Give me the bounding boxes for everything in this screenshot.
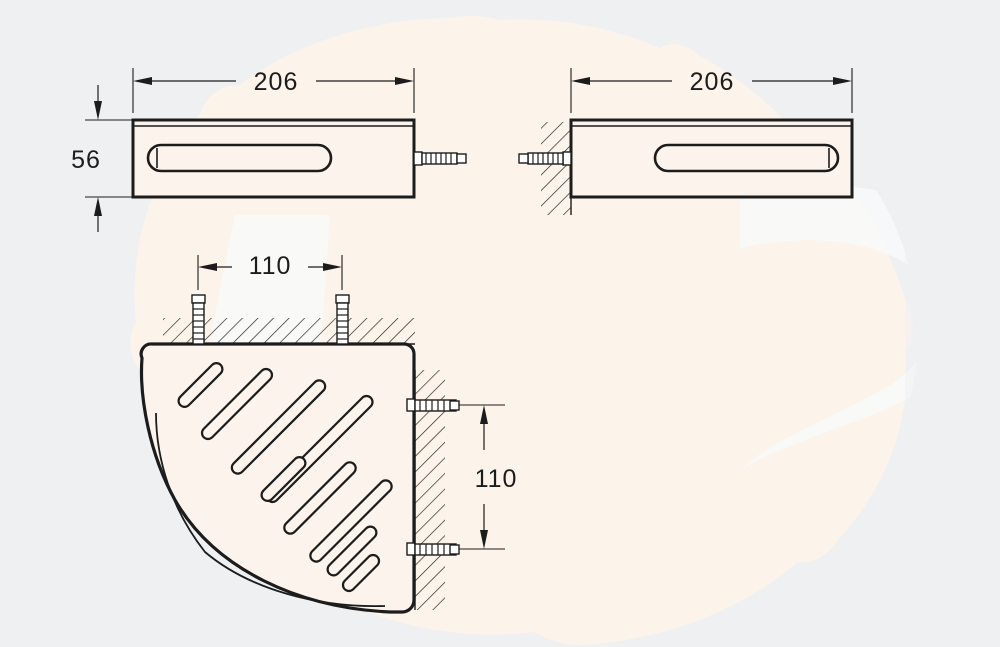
dim-plan-side-spacing-label: 110 — [475, 465, 518, 493]
view-front-elevation: 206 56 — [71, 68, 467, 232]
plan-screw-right-lower — [406, 542, 460, 556]
dim-plan-top-spacing: 110 — [197, 252, 343, 290]
front-slot — [146, 143, 333, 173]
watermark-haze-right — [905, 0, 1000, 647]
plan-slot — [309, 479, 393, 563]
dim-plan-side-spacing: 110 — [459, 404, 518, 550]
side-slot — [653, 143, 840, 173]
dim-front-width: 206 — [132, 68, 415, 113]
plan-slot — [177, 361, 224, 409]
dim-front-height: 56 — [71, 85, 140, 232]
plan-slot — [200, 367, 274, 441]
watermark-haze-left — [0, 0, 120, 647]
plan-screw-top-right — [335, 294, 350, 345]
dim-side-width-label: 206 — [690, 68, 735, 96]
plan-screw-top-left — [191, 294, 206, 345]
dim-side-width: 206 — [570, 68, 853, 113]
plan-slot — [326, 525, 378, 577]
plan-shelf-inner-lip — [155, 412, 386, 608]
plan-slot-group — [177, 361, 393, 593]
plan-slot — [283, 461, 357, 535]
plan-slot — [260, 455, 307, 503]
view-side-elevation: 206 — [518, 68, 854, 215]
watermark-letter-t — [540, 120, 760, 560]
plan-screw-right-upper — [406, 398, 460, 412]
side-wall-hatch — [541, 122, 571, 215]
dim-front-width-label: 206 — [254, 68, 299, 96]
dim-plan-top-spacing-label: 110 — [249, 252, 292, 280]
plan-slot — [341, 553, 381, 593]
dim-front-height-label: 56 — [71, 146, 101, 174]
plan-slot — [230, 379, 327, 475]
side-screw — [518, 151, 572, 166]
front-screw — [413, 151, 467, 166]
view-plan: 110 110 — [139, 252, 518, 614]
plan-wall-top-hatch — [163, 318, 415, 344]
